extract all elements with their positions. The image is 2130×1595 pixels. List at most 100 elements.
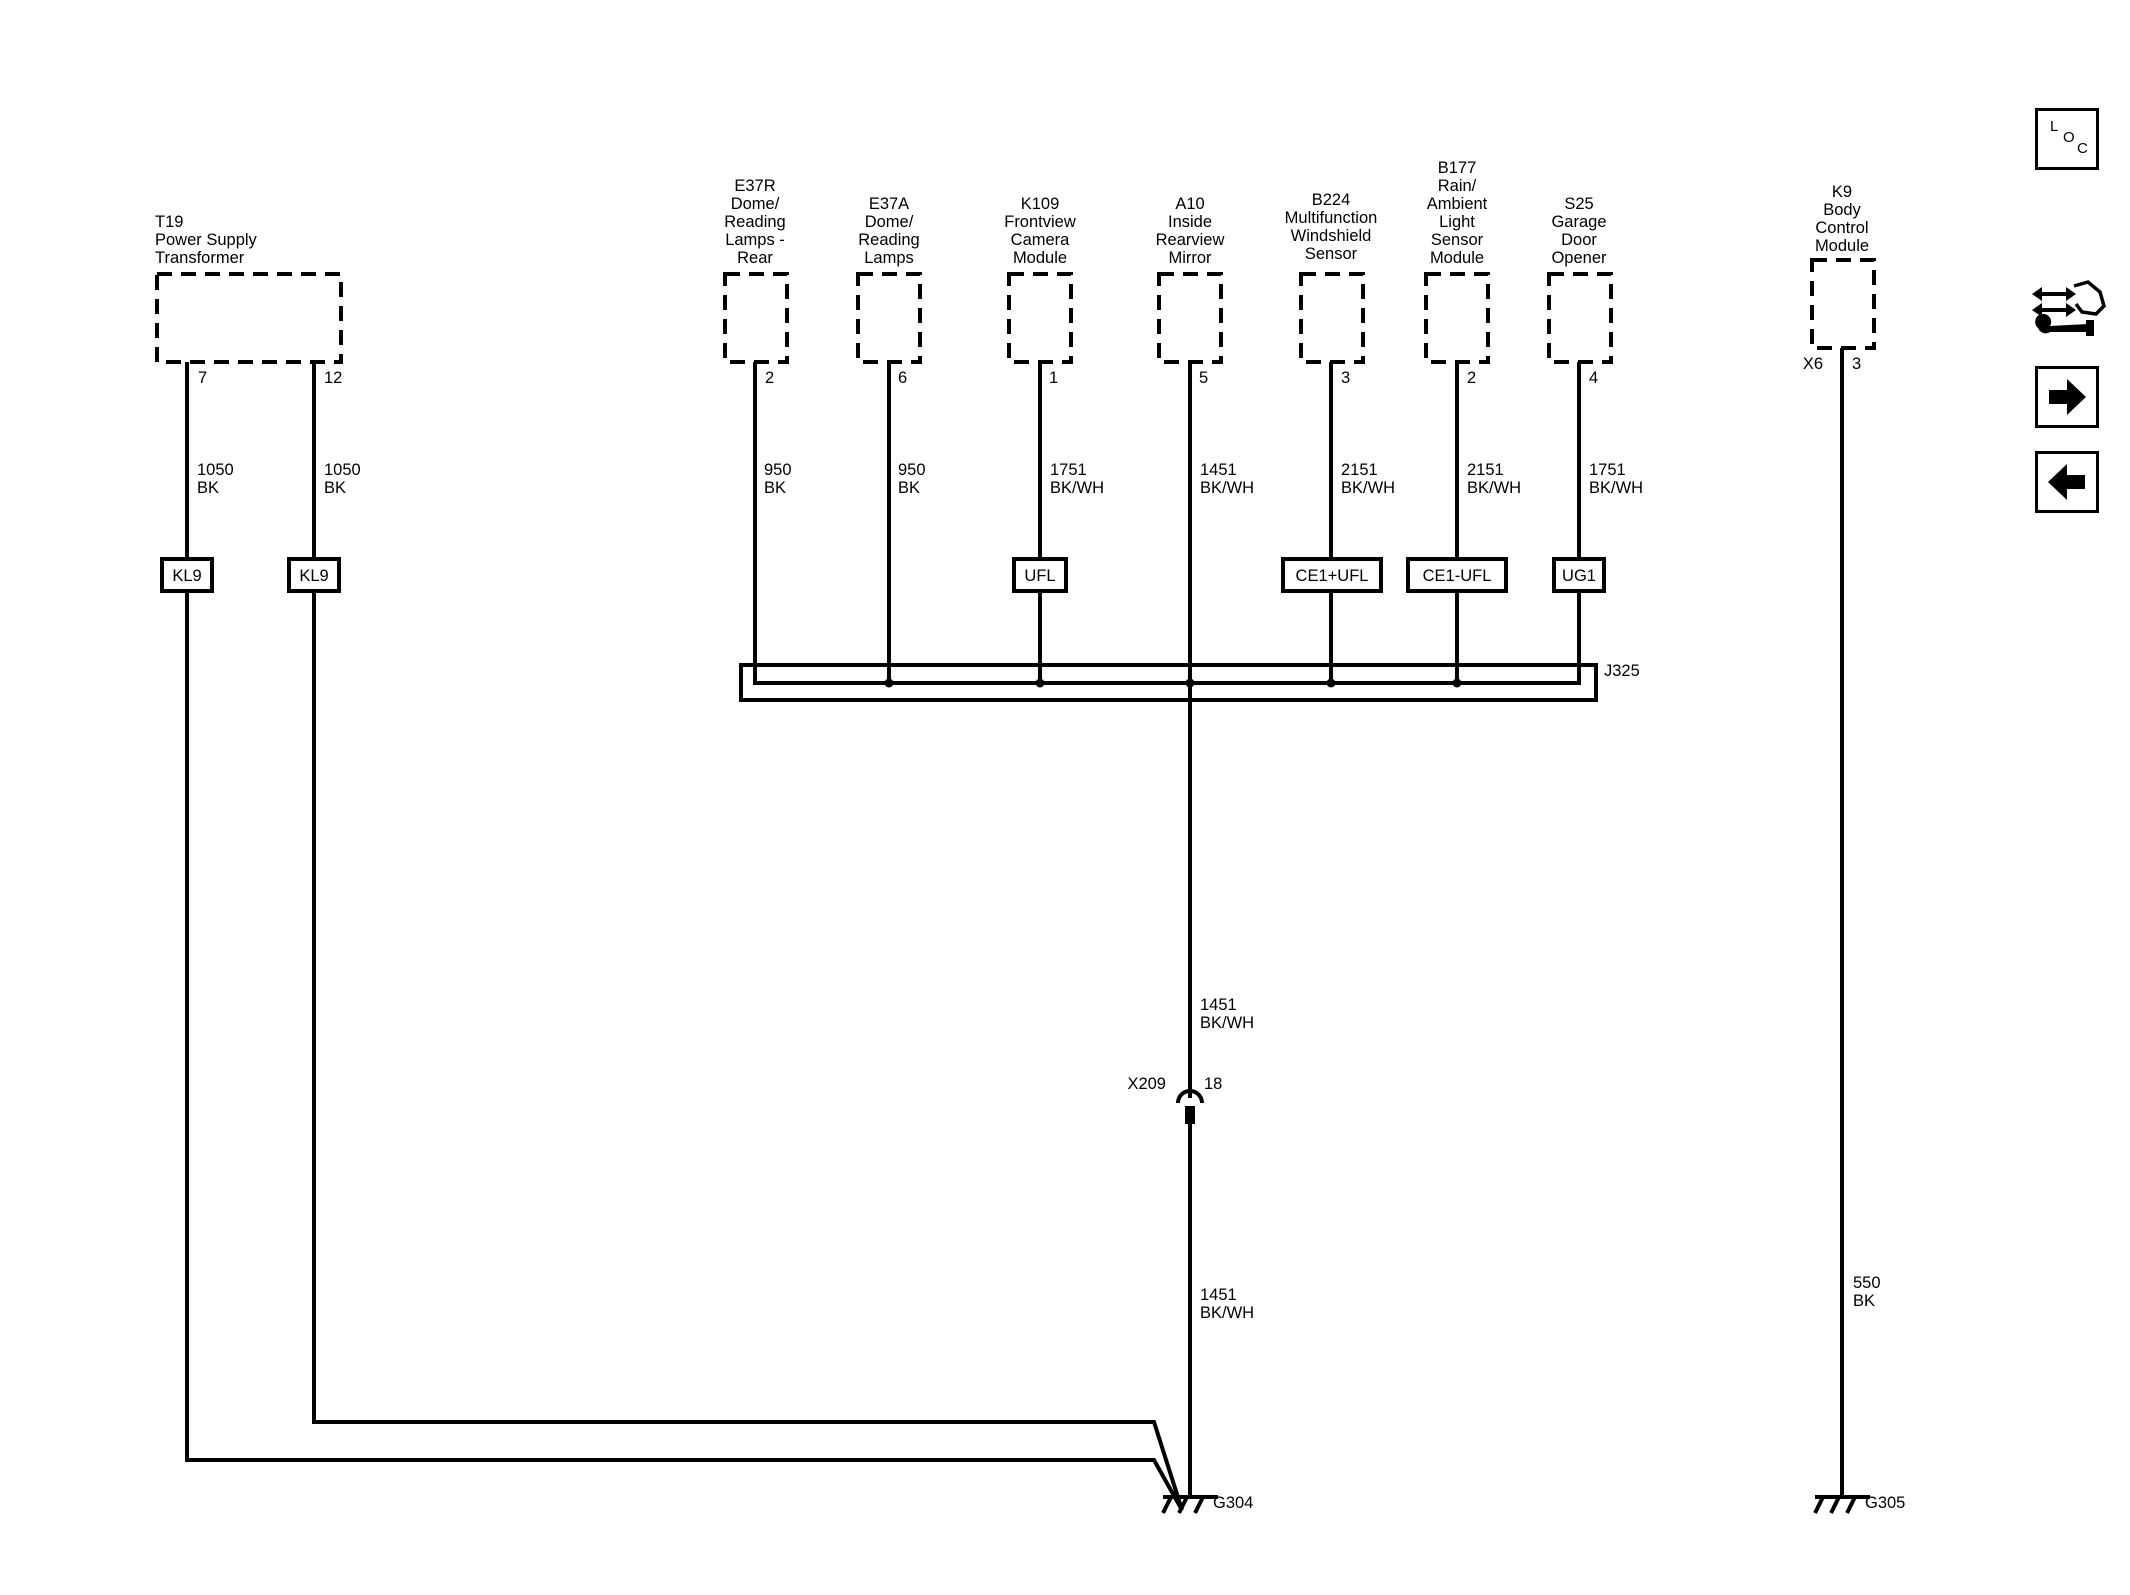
component-label-k9: K9 Body Control Module [1815, 183, 1869, 255]
svg-text:BK/WH: BK/WH [1589, 479, 1643, 497]
wire-labels: 1050 BK 1050 BK 950 BK 950 BK 1751 BK/WH… [197, 461, 1881, 1322]
inline-connector-x209[interactable] [1176, 1089, 1204, 1124]
ground-label-g305: G305 [1865, 1494, 1905, 1512]
svg-text:BK: BK [764, 479, 786, 497]
svg-text:Camera: Camera [1011, 231, 1071, 249]
loc-button[interactable]: L O C [2035, 108, 2099, 170]
component-box-e37a[interactable] [856, 272, 922, 364]
arrow-right-icon [2049, 379, 2086, 415]
inline-connector-pin: 18 [1204, 1075, 1222, 1093]
splice-pack-j325[interactable] [739, 663, 1598, 702]
svg-text:Mirror: Mirror [1168, 249, 1212, 267]
svg-text:Module: Module [1430, 249, 1484, 267]
svg-text:X6: X6 [1803, 355, 1823, 373]
svg-text:3: 3 [1341, 369, 1350, 387]
svg-text:Sensor: Sensor [1431, 231, 1484, 249]
svg-text:Module: Module [1013, 249, 1067, 267]
component-label-s25: S25 Garage Door Opener [1551, 195, 1607, 267]
svg-text:B177: B177 [1438, 159, 1477, 177]
svg-text:Windshield: Windshield [1291, 227, 1372, 245]
svg-text:950: 950 [898, 461, 926, 479]
next-page-button[interactable] [2035, 366, 2099, 428]
svg-text:Sensor: Sensor [1305, 245, 1358, 263]
svg-text:BK/WH: BK/WH [1050, 479, 1104, 497]
svg-text:CE1+UFL: CE1+UFL [1296, 567, 1369, 585]
component-box-s25[interactable] [1547, 272, 1613, 364]
svg-text:E37R: E37R [734, 177, 775, 195]
svg-text:3: 3 [1852, 355, 1861, 373]
svg-text:Frontview: Frontview [1004, 213, 1076, 231]
svg-text:E37A: E37A [869, 195, 909, 213]
component-label-e37a: E37A Dome/ Reading Lamps [858, 195, 919, 267]
svg-text:BK/WH: BK/WH [1200, 1304, 1254, 1322]
svg-text:Dome/: Dome/ [731, 195, 780, 213]
option-box-ce1-plus-ufl[interactable]: CE1+UFL [1281, 557, 1383, 593]
splice-dots [884, 678, 1462, 688]
svg-text:S25: S25 [1564, 195, 1593, 213]
component-box-a10[interactable] [1157, 272, 1223, 364]
svg-text:Rearview: Rearview [1156, 231, 1225, 249]
svg-text:T19: T19 [155, 213, 183, 231]
connector-wrench-icon[interactable] [2030, 278, 2106, 346]
svg-text:1751: 1751 [1050, 461, 1087, 479]
svg-text:4: 4 [1589, 369, 1598, 387]
previous-page-button[interactable] [2035, 451, 2099, 513]
svg-text:BK/WH: BK/WH [1467, 479, 1521, 497]
svg-text:2: 2 [1467, 369, 1476, 387]
option-box-ufl[interactable]: UFL [1012, 557, 1068, 593]
svg-text:B224: B224 [1312, 191, 1351, 209]
svg-text:1751: 1751 [1589, 461, 1626, 479]
svg-text:Lamps -: Lamps - [725, 231, 785, 249]
svg-text:BK/WH: BK/WH [1200, 1014, 1254, 1032]
component-box-k9[interactable] [1810, 258, 1876, 350]
svg-text:Light: Light [1439, 213, 1475, 231]
wire-t19-pin7[interactable] [185, 362, 1184, 1511]
svg-text:7: 7 [198, 369, 207, 387]
svg-text:950: 950 [764, 461, 792, 479]
svg-text:KL9: KL9 [299, 567, 328, 585]
ground-symbol-g305[interactable] [1813, 1495, 1870, 1514]
component-label-b177: B177 Rain/ Ambient Light Sensor Module [1427, 159, 1488, 267]
svg-text:Transformer: Transformer [155, 249, 245, 267]
svg-text:1: 1 [1049, 369, 1058, 387]
component-label-t19: T19 Power Supply Transformer [155, 213, 258, 267]
svg-text:Body: Body [1823, 201, 1861, 219]
arrow-left-icon [2048, 464, 2085, 500]
option-box-ug1[interactable]: UG1 [1552, 557, 1606, 593]
svg-text:Lamps: Lamps [864, 249, 914, 267]
svg-text:Control: Control [1815, 219, 1868, 237]
option-box-kl9-b[interactable]: KL9 [287, 557, 341, 593]
svg-text:BK: BK [1853, 1292, 1875, 1310]
component-box-t19[interactable] [155, 272, 343, 364]
ground-symbol-g304[interactable] [1161, 1495, 1218, 1514]
svg-text:Rear: Rear [737, 249, 773, 267]
component-box-k109[interactable] [1007, 272, 1073, 364]
svg-text:2: 2 [765, 369, 774, 387]
ground-label-g304: G304 [1213, 1494, 1253, 1512]
svg-text:UG1: UG1 [1562, 567, 1596, 585]
svg-text:Garage: Garage [1551, 213, 1606, 231]
pin-numbers: 7 12 2 6 1 5 3 2 4 X6 3 [198, 355, 1861, 387]
svg-text:Ambient: Ambient [1427, 195, 1488, 213]
svg-text:2151: 2151 [1341, 461, 1378, 479]
svg-text:BK/WH: BK/WH [1200, 479, 1254, 497]
component-box-b177[interactable] [1424, 272, 1490, 364]
svg-text:Power Supply: Power Supply [155, 231, 258, 249]
svg-text:Dome/: Dome/ [865, 213, 914, 231]
svg-text:6: 6 [898, 369, 907, 387]
svg-text:Opener: Opener [1551, 249, 1607, 267]
svg-text:K9: K9 [1832, 183, 1852, 201]
svg-text:12: 12 [324, 369, 342, 387]
component-label-k109: K109 Frontview Camera Module [1004, 195, 1076, 267]
svg-text:Module: Module [1815, 237, 1869, 255]
svg-text:K109: K109 [1021, 195, 1060, 213]
svg-text:1050: 1050 [197, 461, 234, 479]
svg-text:1451: 1451 [1200, 1286, 1237, 1304]
option-box-kl9-a[interactable]: KL9 [160, 557, 214, 593]
svg-text:CE1-UFL: CE1-UFL [1423, 567, 1492, 585]
component-box-b224[interactable] [1299, 272, 1365, 364]
option-box-ce1-minus-ufl[interactable]: CE1-UFL [1406, 557, 1508, 593]
component-box-e37r[interactable] [723, 272, 789, 364]
wire-t19-pin12[interactable] [312, 362, 1184, 1511]
